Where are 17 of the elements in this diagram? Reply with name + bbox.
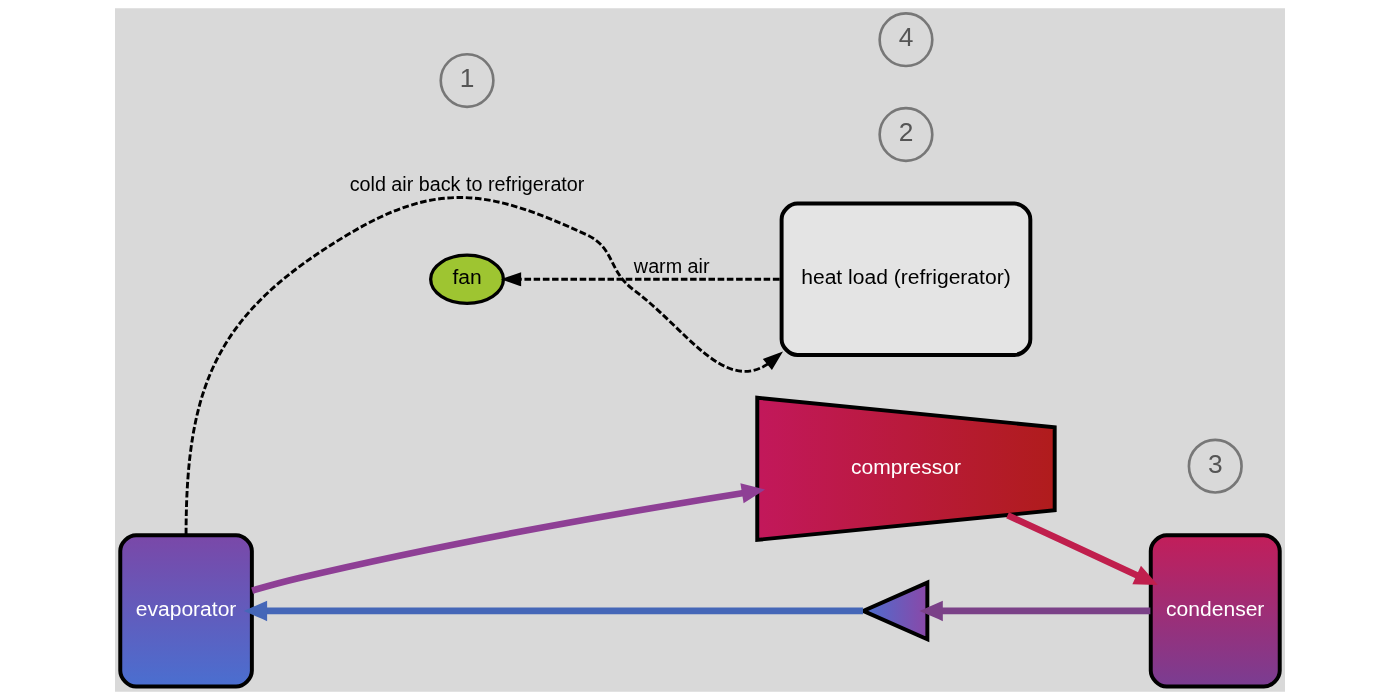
node-box: compressor (755, 395, 1057, 543)
node-box: heat load (refrigerator) (779, 201, 1033, 357)
arrow (243, 600, 863, 622)
arrow (184, 196, 783, 535)
node-circle: 2 (878, 106, 934, 163)
node-circle: 1 (439, 52, 495, 109)
node-box: evaporator (118, 533, 254, 689)
node-circle: 3 (1187, 438, 1243, 494)
node-box: condenser (1148, 533, 1282, 689)
arrow (251, 483, 766, 594)
arrow (500, 272, 780, 287)
edge-label: warm air (633, 254, 710, 277)
node-ellipse: fan (429, 253, 506, 305)
node-circle: 4 (878, 12, 934, 68)
edge-label: cold air back to refrigerator (349, 173, 585, 196)
arrow (919, 600, 1151, 622)
arrow (1006, 512, 1158, 585)
